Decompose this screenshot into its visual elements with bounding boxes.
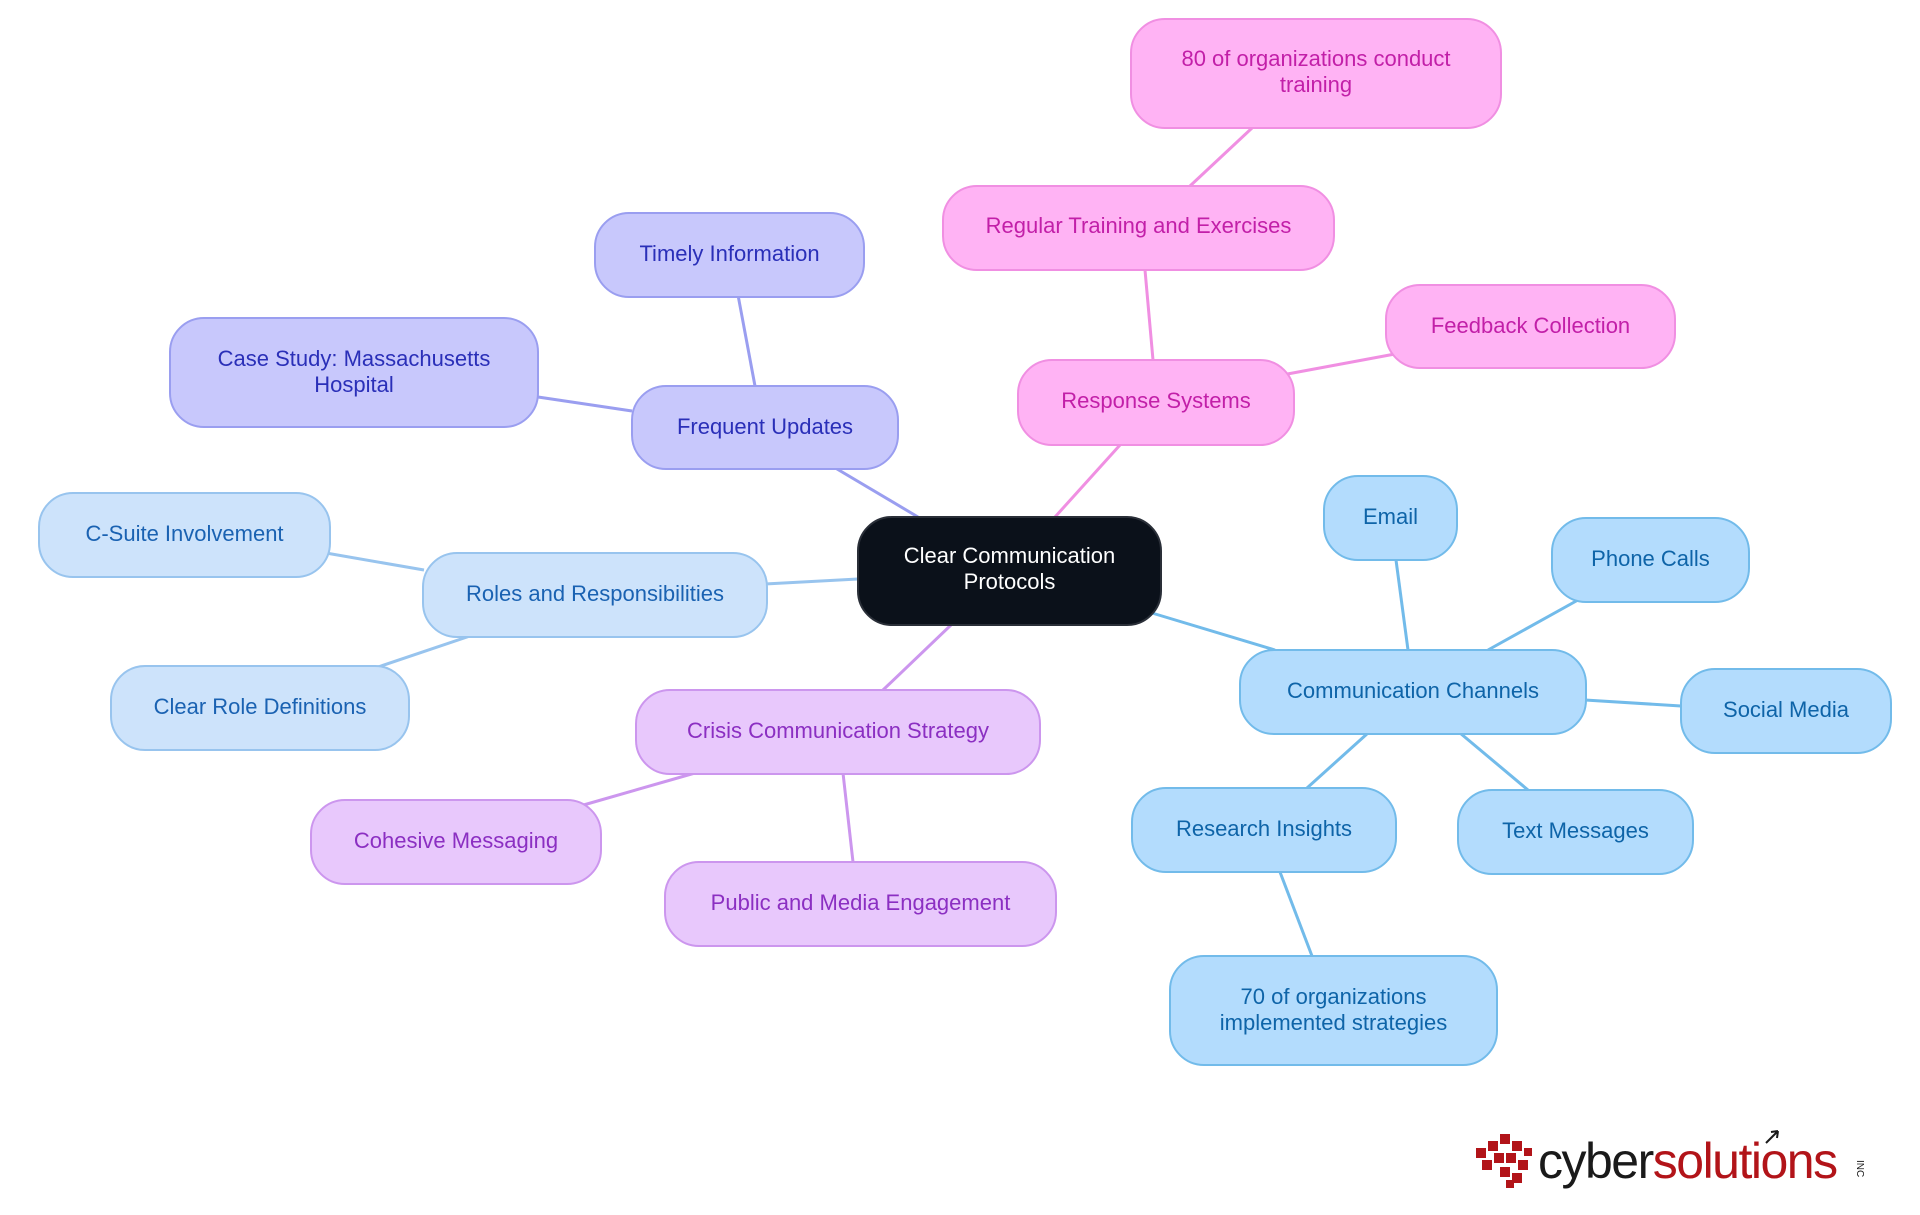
node-org-strategies-70-line-1: 70 of organizations xyxy=(1241,984,1427,1009)
node-public-media[interactable]: Public and Media Engagement xyxy=(664,861,1057,947)
node-roles-responsibilities[interactable]: Roles and Responsibilities xyxy=(422,552,768,638)
connector-roles-clearroles xyxy=(377,634,471,669)
connector-updates-timely xyxy=(736,294,757,387)
node-frequent-updates[interactable]: Frequent Updates xyxy=(631,385,899,470)
connector-research-org70 xyxy=(1278,871,1314,957)
connector-crisis-cohesive xyxy=(579,771,696,808)
connector-root-roles xyxy=(764,577,859,586)
connector-roles-csuite xyxy=(325,551,425,572)
node-frequent-updates-label: Frequent Updates xyxy=(677,414,853,439)
node-clear-role-definitions[interactable]: Clear Role Definitions xyxy=(110,665,410,751)
connector-updates-case xyxy=(537,395,633,413)
connector-channels-research xyxy=(1305,731,1370,790)
root-line-2: Protocols xyxy=(964,569,1056,594)
connector-channels-phone xyxy=(1487,598,1579,652)
node-org-strategies-70-line-2: implemented strategies xyxy=(1220,1010,1447,1035)
connectors xyxy=(325,126,1682,957)
svg-text:80 of organizations conduct: 80 of organizations conduct xyxy=(1181,46,1450,71)
svg-text:70 of organizations: 70 of organizations xyxy=(1241,984,1427,1009)
node-clear-role-definitions-label: Clear Role Definitions xyxy=(154,694,367,719)
svg-text:cybersolutions: cybersolutions xyxy=(1538,1133,1837,1189)
node-public-media-label: Public and Media Engagement xyxy=(711,890,1011,915)
node-crisis-strategy[interactable]: Crisis Communication Strategy xyxy=(635,689,1041,775)
svg-text:Case Study: Massachusetts: Case Study: Massachusetts xyxy=(218,346,491,371)
node-org-strategies-70[interactable]: 70 of organizations implemented strategi… xyxy=(1169,955,1498,1066)
connector-root-response xyxy=(1053,443,1122,519)
node-email-label: Email xyxy=(1363,504,1418,529)
logo-arrow-icon xyxy=(1765,1130,1779,1144)
node-org-training-80-line-2: training xyxy=(1280,72,1352,97)
node-cohesive-messaging-label: Cohesive Messaging xyxy=(354,828,558,853)
node-case-study-line-1: Case Study: Massachusetts xyxy=(218,346,491,371)
node-text-messages-label: Text Messages xyxy=(1502,818,1649,843)
node-social-media[interactable]: Social Media xyxy=(1680,668,1892,754)
node-regular-training-label: Regular Training and Exercises xyxy=(986,213,1292,238)
logo-text-solutions: solutions xyxy=(1653,1133,1837,1189)
svg-text:Protocols: Protocols xyxy=(964,569,1056,594)
node-timely-information-label: Timely Information xyxy=(639,241,819,266)
node-research-insights-label: Research Insights xyxy=(1176,816,1352,841)
node-regular-training[interactable]: Regular Training and Exercises xyxy=(942,185,1335,271)
node-case-study-line-2: Hospital xyxy=(314,372,393,397)
root-line-1: Clear Communication xyxy=(904,543,1116,568)
node-response-systems-label: Response Systems xyxy=(1061,388,1251,413)
connector-root-crisis xyxy=(881,623,953,692)
connector-channels-social xyxy=(1584,698,1682,708)
node-text-messages[interactable]: Text Messages xyxy=(1457,789,1694,875)
node-communication-channels[interactable]: Communication Channels xyxy=(1239,649,1587,735)
connector-root-updates xyxy=(831,464,919,519)
connector-response-training xyxy=(1143,269,1155,361)
connector-channels-text xyxy=(1459,731,1529,792)
root-node[interactable]: Clear Communication Protocols xyxy=(857,516,1162,626)
svg-text:training: training xyxy=(1280,72,1352,97)
node-response-systems[interactable]: Response Systems xyxy=(1017,359,1295,446)
connector-response-feedback xyxy=(1281,352,1396,377)
node-roles-responsibilities-label: Roles and Responsibilities xyxy=(466,581,724,606)
node-feedback-collection-label: Feedback Collection xyxy=(1431,313,1630,338)
node-phone-calls-label: Phone Calls xyxy=(1591,546,1710,571)
node-communication-channels-label: Communication Channels xyxy=(1287,678,1539,703)
node-org-training-80[interactable]: 80 of organizations conduct training xyxy=(1130,18,1502,129)
logo-suffix: INC xyxy=(1854,1160,1865,1177)
node-cohesive-messaging[interactable]: Cohesive Messaging xyxy=(310,799,602,885)
node-email[interactable]: Email xyxy=(1323,475,1458,561)
node-case-study[interactable]: Case Study: Massachusetts Hospital xyxy=(169,317,539,428)
node-csuite-involvement-label: C-Suite Involvement xyxy=(85,521,283,546)
connector-training-org80 xyxy=(1188,126,1254,188)
cybersolutions-logo: cybersolutions INC xyxy=(1476,1130,1865,1189)
connector-channels-email xyxy=(1394,559,1410,651)
logo-text-cyber: cyber xyxy=(1538,1133,1654,1189)
node-org-training-80-line-1: 80 of organizations conduct xyxy=(1181,46,1450,71)
node-research-insights[interactable]: Research Insights xyxy=(1131,787,1397,873)
svg-text:Hospital: Hospital xyxy=(314,372,393,397)
svg-text:Clear Communication: Clear Communication xyxy=(904,543,1116,568)
connector-crisis-public xyxy=(841,772,855,863)
node-crisis-strategy-label: Crisis Communication Strategy xyxy=(687,718,989,743)
node-csuite-involvement[interactable]: C-Suite Involvement xyxy=(38,492,331,578)
logo-mark-icon xyxy=(1476,1134,1532,1188)
node-phone-calls[interactable]: Phone Calls xyxy=(1551,517,1750,603)
connector-root-channels xyxy=(1151,611,1276,652)
node-social-media-label: Social Media xyxy=(1723,697,1850,722)
node-feedback-collection[interactable]: Feedback Collection xyxy=(1385,284,1676,369)
node-timely-information[interactable]: Timely Information xyxy=(594,212,865,298)
svg-text:implemented strategies: implemented strategies xyxy=(1220,1010,1447,1035)
